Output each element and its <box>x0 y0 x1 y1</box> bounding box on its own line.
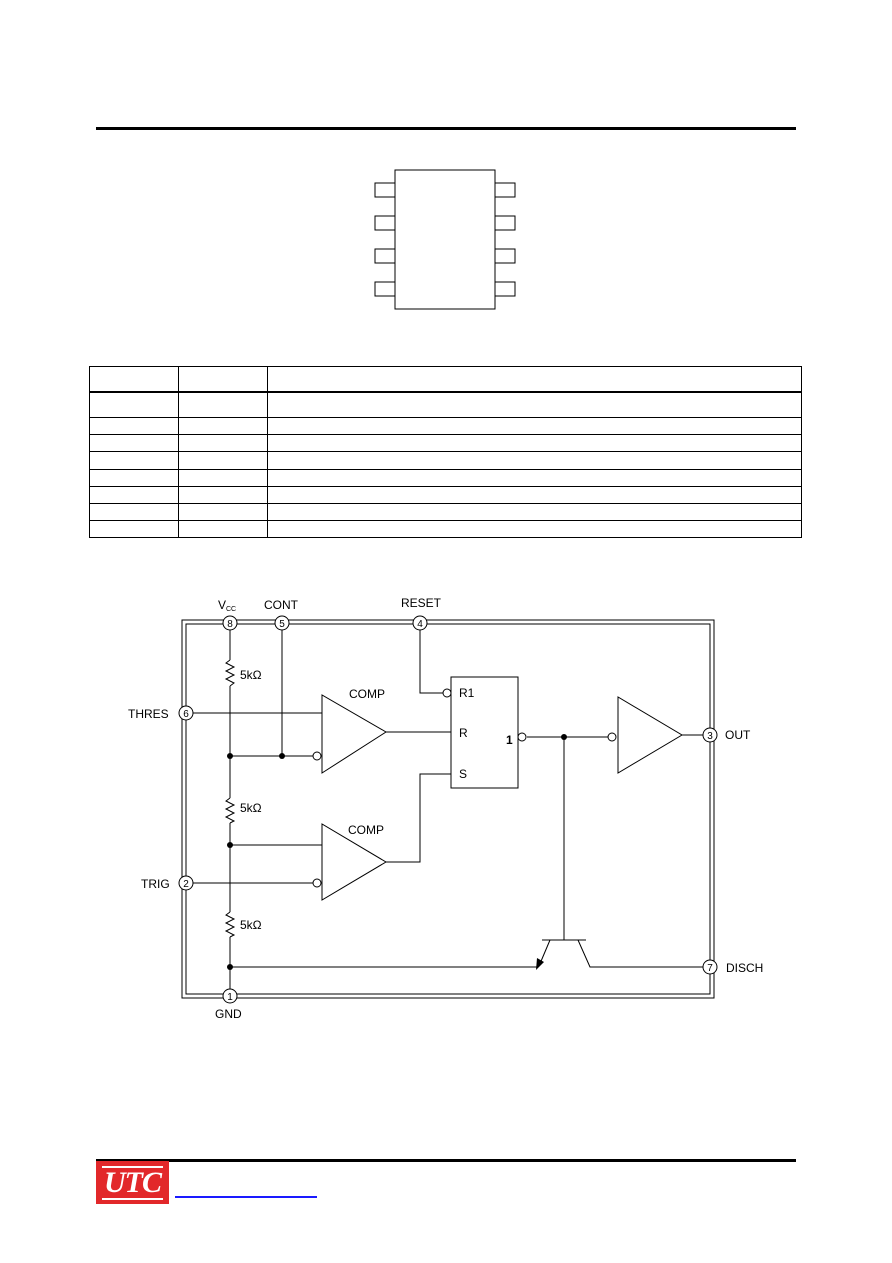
table-row <box>89 417 802 436</box>
header-rule <box>96 127 796 130</box>
pin-7-circle <box>702 959 718 975</box>
comparator-label: COMP <box>348 823 384 837</box>
table-row <box>89 485 802 504</box>
package-pin <box>494 281 516 297</box>
pin-number: 1 <box>227 992 233 1003</box>
table-cell <box>267 468 802 487</box>
table-row <box>89 468 802 487</box>
table-cell <box>267 391 802 419</box>
resistor-label: 5kΩ <box>240 668 262 682</box>
pin-1-circle <box>222 988 238 1004</box>
table-row <box>89 502 802 521</box>
table-cell <box>178 468 268 487</box>
pin-number: 5 <box>279 619 285 630</box>
table-cell <box>89 468 179 487</box>
table-cell <box>89 434 179 453</box>
table-header-row <box>89 366 802 394</box>
package-pin <box>374 182 396 198</box>
pin-number: 4 <box>417 619 423 630</box>
package-pin <box>374 215 396 231</box>
pin-number: 8 <box>227 619 233 630</box>
table-cell <box>267 485 802 504</box>
pin-description-table <box>89 366 802 539</box>
table-cell <box>89 519 179 539</box>
pin-number: 7 <box>707 963 713 974</box>
utc-logo-text: UTC <box>102 1166 163 1200</box>
reset-label: RESET <box>401 596 442 610</box>
resistor-label: 5kΩ <box>240 801 262 815</box>
table-row <box>89 519 802 539</box>
comparator-label: COMP <box>349 687 385 701</box>
package-pin <box>494 182 516 198</box>
thres-label: THRES <box>128 707 169 721</box>
dip8-package-diagram <box>374 169 516 310</box>
package-pin <box>494 248 516 264</box>
flipflop-q-label: 1 <box>506 733 513 747</box>
vcc-subscript: CC <box>226 606 236 613</box>
table-cell <box>89 502 179 521</box>
website-link[interactable] <box>175 1196 317 1198</box>
flipflop-r-label: R <box>459 726 468 740</box>
table-cell <box>89 417 179 436</box>
table-cell <box>267 451 802 470</box>
table-header-cell <box>89 366 179 394</box>
table-cell <box>178 502 268 521</box>
pin-5-circle <box>274 615 290 631</box>
utc-logo: UTC <box>96 1161 169 1204</box>
footer-rule <box>96 1159 796 1162</box>
table-cell <box>267 502 802 521</box>
package-pin <box>374 281 396 297</box>
pin-number: 3 <box>707 731 713 742</box>
table-header-cell <box>267 366 802 394</box>
table-cell <box>178 417 268 436</box>
out-label: OUT <box>725 728 751 742</box>
table-cell <box>89 391 179 419</box>
trig-label: TRIG <box>141 877 170 891</box>
table-cell <box>89 451 179 470</box>
block-diagram: 8 5 4 6 2 3 7 1 V CC CONT RESET THRES TR… <box>128 596 763 1021</box>
pin-3-circle <box>702 727 718 743</box>
vcc-label: V <box>218 598 226 612</box>
flipflop-s-label: S <box>459 767 467 781</box>
table-cell <box>267 434 802 453</box>
table-cell <box>178 485 268 504</box>
cont-label: CONT <box>264 598 299 612</box>
pin-number: 6 <box>183 709 189 720</box>
table-cell <box>267 417 802 436</box>
table-cell <box>178 434 268 453</box>
pin-2-circle <box>178 875 194 891</box>
pin-8-circle <box>222 615 238 631</box>
table-row <box>89 451 802 470</box>
flipflop-r1-label: R1 <box>459 686 475 700</box>
pin-number: 2 <box>183 879 189 890</box>
table-cell <box>178 391 268 419</box>
resistor-label: 5kΩ <box>240 918 262 932</box>
table-header-cell <box>178 366 268 394</box>
gnd-label: GND <box>215 1007 242 1021</box>
pin-6-circle <box>178 705 194 721</box>
table-row <box>89 434 802 453</box>
table-cell <box>89 485 179 504</box>
pin-4-circle <box>412 615 428 631</box>
table-row <box>89 391 802 419</box>
package-pin <box>494 215 516 231</box>
disch-label: DISCH <box>726 961 763 975</box>
table-cell <box>267 519 802 539</box>
table-cell <box>178 451 268 470</box>
package-pin <box>374 248 396 264</box>
table-cell <box>178 519 268 539</box>
